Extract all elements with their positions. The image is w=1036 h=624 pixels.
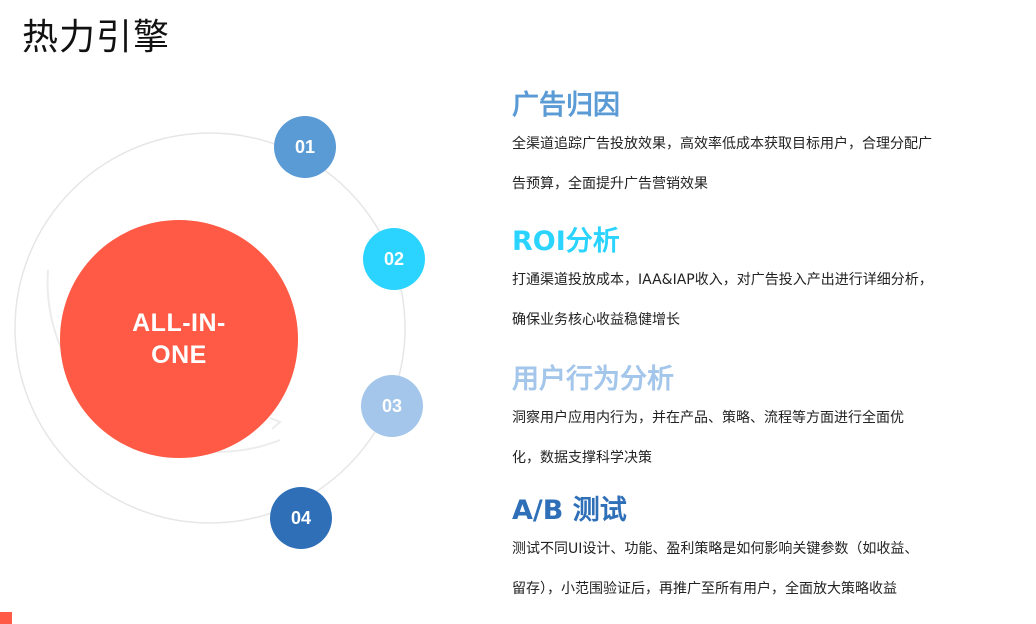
section-text-line: 告预算，全面提升广告营销效果 — [512, 176, 708, 192]
section-text-line: 打通渠道投放成本，IAA&IAP收入，对广告投入产出进行详细分析， — [512, 272, 933, 288]
page-title: 热力引擎 — [22, 17, 171, 58]
section-text-line: 测试不同UI设计、功能、盈利策略是如何影响关键参数（如收益、 — [512, 541, 919, 557]
section-text-line: 留存），小范围验证后，再推广至所有用户，全面放大策略收益 — [512, 581, 897, 597]
center-circle: ALL-IN-ONE — [60, 220, 298, 458]
section-title: ROI分析 — [512, 226, 620, 257]
section-ab-testing: A/B 测试 测试不同UI设计、功能、盈利策略是如何影响关键参数（如收益、 留存… — [512, 494, 1012, 608]
node-02: 02 — [363, 228, 425, 290]
section-text-line: 洞察用户应用内行为，并在产品、策略、流程等方面进行全面优 — [512, 410, 904, 426]
center-label: ALL-IN-ONE — [132, 309, 226, 369]
corner-accent — [0, 612, 12, 624]
section-user-behavior: 用户行为分析 洞察用户应用内行为，并在产品、策略、流程等方面进行全面优 化，数据… — [512, 363, 1012, 477]
node-04: 04 — [270, 487, 332, 549]
arc-arrow-icon — [269, 417, 282, 430]
section-title: 广告归因 — [512, 90, 620, 121]
outer-orbit — [14, 132, 406, 524]
node-01: 01 — [274, 116, 336, 178]
section-text-line: 全渠道追踪广告投放效果，高效率低成本获取目标用户，合理分配广 — [512, 136, 932, 152]
node-03: 03 — [361, 375, 423, 437]
section-roi-analysis: ROI分析 打通渠道投放成本，IAA&IAP收入，对广告投入产出进行详细分析， … — [512, 225, 1012, 339]
section-title: 用户行为分析 — [512, 364, 674, 395]
section-text-line: 确保业务核心收益稳健增长 — [512, 312, 680, 328]
section-title: A/B 测试 — [512, 495, 627, 526]
section-text-line: 化，数据支撑科学决策 — [512, 450, 652, 466]
section-ad-attribution: 广告归因 全渠道追踪广告投放效果，高效率低成本获取目标用户，合理分配广 告预算，… — [512, 89, 1012, 203]
